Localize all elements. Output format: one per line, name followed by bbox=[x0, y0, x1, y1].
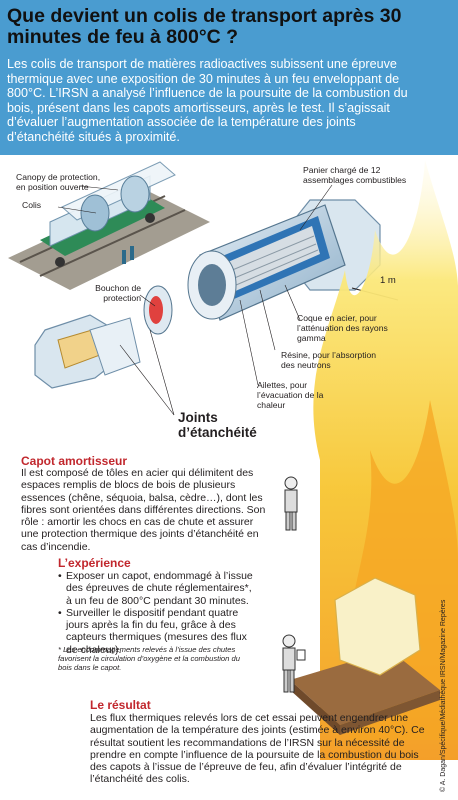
capot-title: Capot amortisseur bbox=[21, 454, 128, 468]
experience-title: L’expérience bbox=[58, 556, 131, 570]
label-colis: Colis bbox=[22, 200, 42, 210]
label-coque: Coque en acier, pour l’atténuation des r… bbox=[297, 313, 388, 343]
worker-figures bbox=[122, 246, 134, 264]
header-banner: Que devient un colis de transport après … bbox=[0, 0, 458, 155]
test-rig bbox=[290, 577, 440, 735]
label-resine: Résine, pour l’absorption des neutrons bbox=[281, 350, 377, 370]
resultat-title: Le résultat bbox=[90, 698, 151, 712]
experience-item: Surveiller le dispositif pendant quatre … bbox=[58, 607, 258, 656]
technician-figures bbox=[282, 476, 306, 693]
label-ailettes: Ailettes, pour l’évacuation de la chaleu… bbox=[257, 380, 324, 410]
leader-lines bbox=[57, 184, 333, 416]
experience-note: * Les endommagements relevés à l’issue d… bbox=[58, 645, 240, 672]
capot-body: Il est composé de tôles en acier qui dél… bbox=[21, 467, 266, 553]
transport-wagon bbox=[40, 161, 176, 267]
intro-paragraph: Les colis de transport de matières radio… bbox=[7, 57, 408, 144]
label-panier: Panier chargé de 12 assemblages combusti… bbox=[303, 165, 407, 185]
cask-illustration bbox=[8, 160, 458, 760]
label-scale: 1 m bbox=[380, 275, 396, 286]
resultat-body: Les flux thermiques relevés lors de cet … bbox=[90, 712, 425, 786]
label-bouchon: Bouchon de protection bbox=[95, 283, 141, 303]
label-canopy: Canopy de protection, en position ouvert… bbox=[16, 172, 101, 192]
label-joints: Joints d’étanchéité bbox=[178, 410, 257, 440]
experience-item: Exposer un capot, endommagé à l’issue de… bbox=[58, 570, 258, 607]
photo-credit: © A. Dagan/Spécifique/Médiathèque IRSN/M… bbox=[440, 599, 447, 792]
experience-list: Exposer un capot, endommagé à l’issue de… bbox=[58, 570, 258, 656]
exploded-cask bbox=[34, 199, 399, 389]
page-title: Que devient un colis de transport après … bbox=[7, 5, 402, 48]
